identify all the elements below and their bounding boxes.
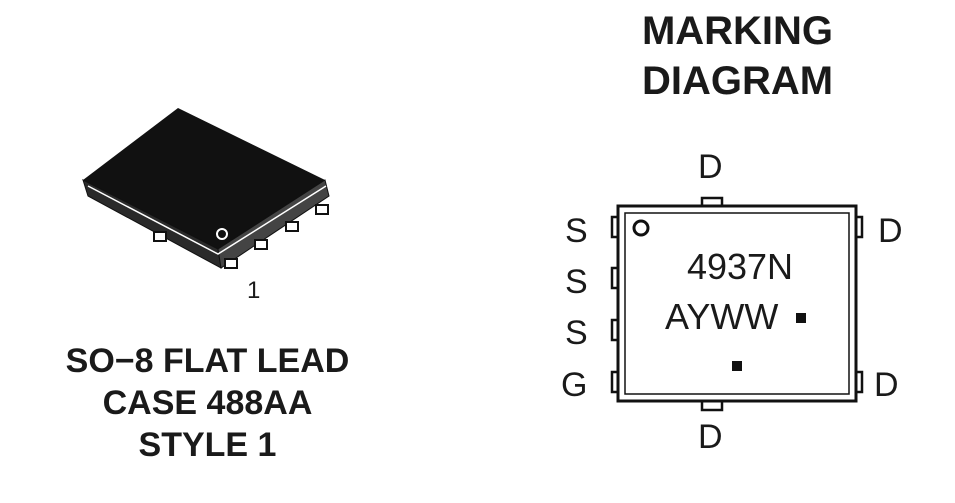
package-top-face	[83, 108, 325, 249]
marking-body-inner	[624, 212, 850, 395]
package-pad	[254, 239, 268, 250]
pin-label-right-bottom: D	[874, 366, 899, 404]
package-pad	[153, 231, 167, 242]
package-name: SO−8 FLAT LEAD CASE 488AA STYLE 1	[20, 340, 395, 466]
marking-title: MARKING DIAGRAM	[585, 6, 890, 106]
pin1-circle	[632, 219, 650, 237]
package-illustration	[82, 108, 330, 269]
package-name-line1: SO−8 FLAT LEAD	[65, 342, 350, 380]
marking-line2: AYWW	[665, 296, 779, 337]
pin-label-bottom: D	[698, 418, 723, 456]
pin-label-left-4: G	[561, 366, 588, 404]
pin-label-top: D	[698, 148, 723, 186]
pin-label-left-3: S	[565, 314, 588, 352]
package-pad	[285, 221, 299, 232]
pb-free-indicator	[796, 313, 806, 323]
pin-label-right-top: D	[878, 212, 903, 250]
pin-label-left-1: S	[565, 212, 588, 250]
pin1-dot	[216, 228, 228, 240]
marking-title-line1: MARKING	[641, 9, 834, 53]
pin1-label: 1	[247, 277, 261, 304]
center-square	[732, 361, 742, 371]
marking-title-line2: DIAGRAM	[641, 59, 834, 103]
marking-line1: 4937N	[686, 246, 794, 287]
pin-label-left-2: S	[565, 263, 588, 301]
package-name-line2: CASE 488AA	[102, 384, 313, 422]
package-pad	[224, 258, 238, 269]
package-name-line3: STYLE 1	[138, 426, 277, 464]
package-pad	[315, 204, 329, 215]
